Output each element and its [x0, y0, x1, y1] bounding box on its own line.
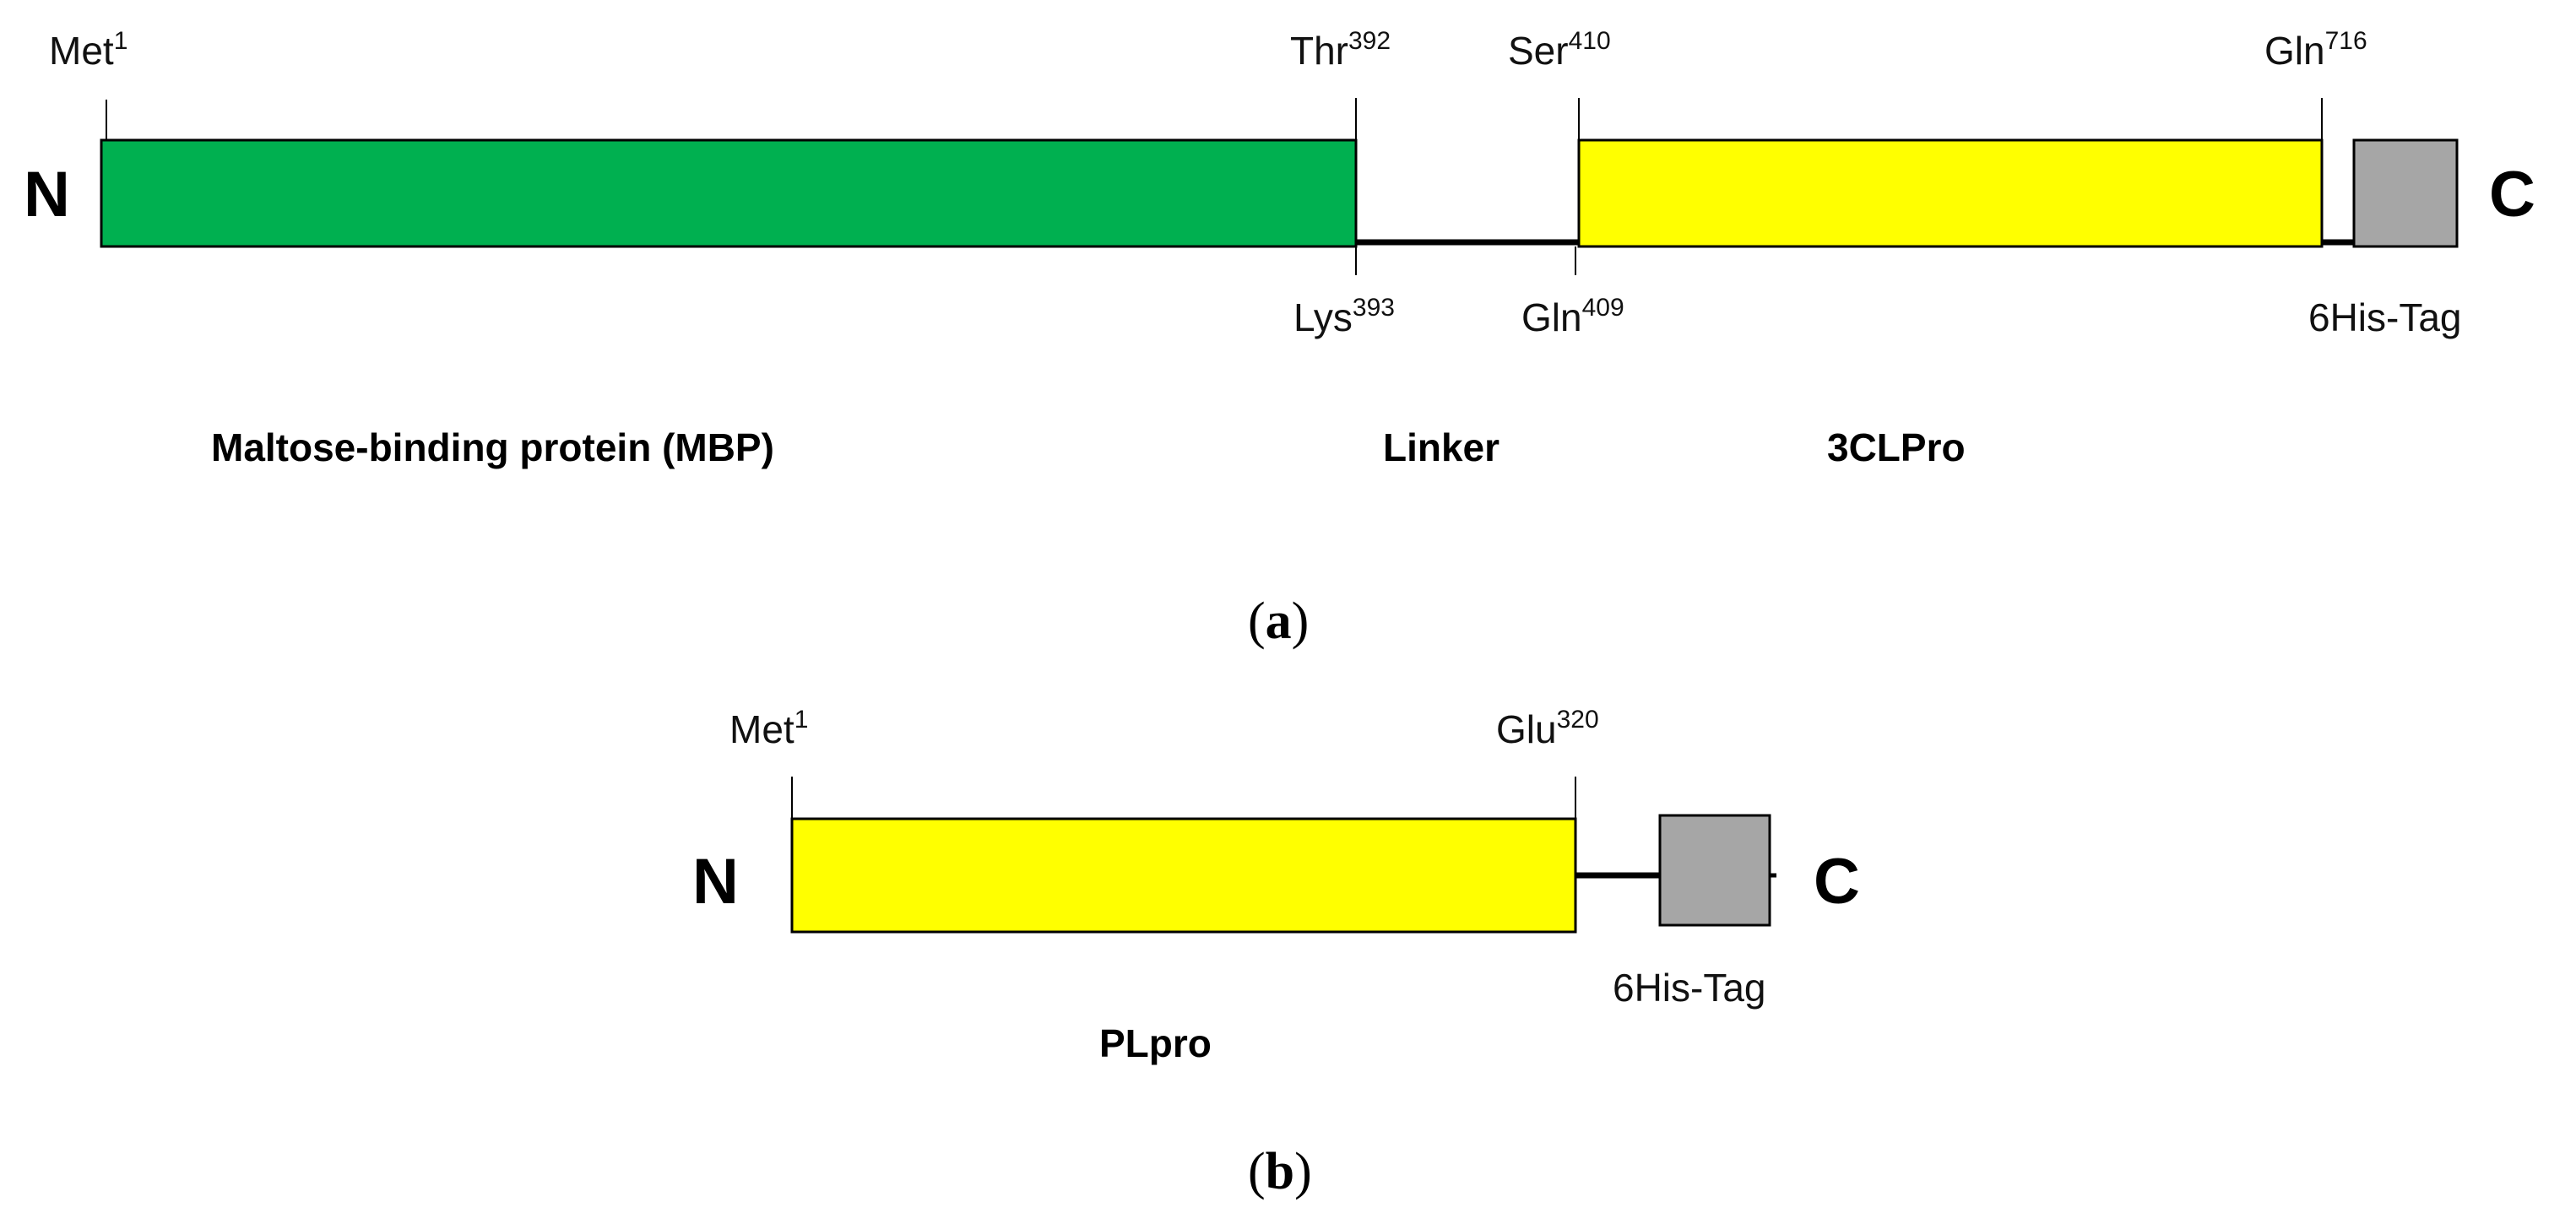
domain-label-mbp: Maltose-binding protein (MBP) — [211, 425, 774, 469]
panel-caption-a: (a) — [1248, 593, 1309, 650]
residue-label-lys393: Lys393 — [1293, 294, 1395, 339]
his-tag-box-b — [1658, 814, 1771, 927]
panel-caption-b: (b) — [1248, 1143, 1312, 1200]
residue-label-met1-a: Met1 — [49, 27, 127, 73]
residue-label-met1-b: Met1 — [729, 706, 808, 751]
panel-b: N C Met1 Glu320 6His-Tag PLpro (b) — [692, 706, 1860, 1200]
residue-label-glu320: Glu320 — [1496, 706, 1599, 751]
his-tag-label-b: 6His-Tag — [1613, 966, 1766, 1010]
panel-a: N C Met1 Thr392 Ser410 Gln716 Lys393 Gln… — [24, 27, 2535, 650]
c-terminus-label-a: C — [2489, 159, 2535, 230]
residue-label-gln409: Gln409 — [1521, 294, 1624, 339]
domain-label-plpro: PLpro — [1099, 1021, 1212, 1065]
mbp-box — [100, 138, 1358, 248]
plpro-box — [790, 817, 1577, 934]
n-terminus-label-a: N — [24, 159, 70, 230]
his-tag-label-a: 6His-Tag — [2308, 295, 2462, 339]
n-terminus-label-b: N — [692, 846, 739, 918]
his-tag-box-a — [2352, 138, 2459, 248]
c-terminus-label-b: C — [1814, 846, 1860, 918]
residue-label-ser410: Ser410 — [1508, 27, 1611, 73]
domain-label-3clpro: 3CLPro — [1827, 425, 1966, 469]
residue-label-thr392: Thr392 — [1290, 27, 1391, 73]
3clpro-box — [1577, 138, 2324, 248]
residue-label-gln716: Gln716 — [2264, 27, 2367, 73]
domain-label-linker: Linker — [1383, 425, 1500, 469]
